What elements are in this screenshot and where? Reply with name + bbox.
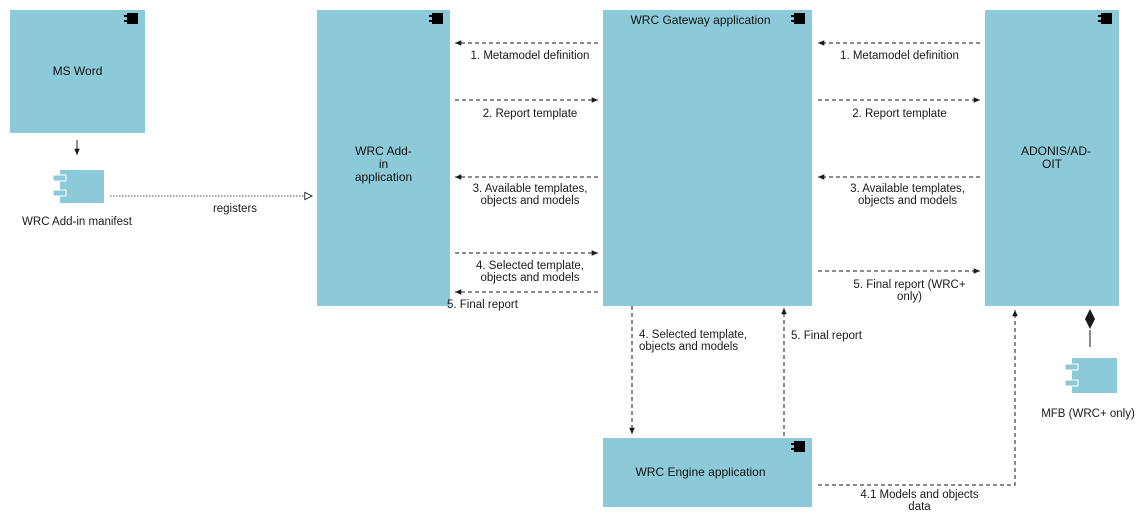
engine-application-node[interactable]: WRC Engine application <box>603 438 812 507</box>
addin-manifest-label: WRC Add-in manifest <box>22 216 132 228</box>
addin-application-node[interactable]: WRC Add-in application <box>317 10 450 306</box>
right-metamodel-label: 1. Metamodel definition <box>840 50 959 62</box>
component-icon <box>124 13 138 24</box>
left-available-label-2: objects and models <box>480 195 580 207</box>
gateway-application-title: WRC Gateway application <box>630 13 771 27</box>
right-report-template-label: 2. Report template <box>852 108 947 120</box>
component-icon <box>429 13 443 24</box>
component-icon <box>791 441 805 452</box>
ms-word-node[interactable]: MS Word <box>10 10 145 133</box>
adonis-node[interactable]: ADONIS/AD-OIT <box>985 10 1119 306</box>
component-symbol-icon <box>52 170 104 203</box>
left-selected-label-1: 4. Selected template, <box>475 260 585 272</box>
gateway-application-node[interactable]: WRC Gateway application <box>603 10 812 306</box>
ms-word-title: MS Word <box>52 64 103 78</box>
registers-label: registers <box>212 203 258 215</box>
left-selected-label-2: objects and models <box>480 272 580 284</box>
right-available-label-2: objects and models <box>857 195 958 207</box>
engine-models-label-2: data <box>908 501 931 513</box>
left-final-report-label: 5. Final report <box>447 299 518 311</box>
down-selected-label-2: objects and models <box>639 341 739 353</box>
engine-to-adonis-arrow <box>818 310 1018 486</box>
up-final-report-label: 5. Final report <box>791 330 862 342</box>
left-report-template-label: 2. Report template <box>482 108 578 120</box>
component-icon <box>1098 13 1112 24</box>
left-available-label-1: 3. Available templates, <box>472 183 588 195</box>
component-icon <box>791 13 805 24</box>
down-selected-label-1: 4. Selected template, <box>639 329 748 341</box>
addin-application-title: WRC Add-in application <box>354 144 413 184</box>
mfb-label: MFB (WRC+ only) <box>1041 408 1135 420</box>
right-final-report-label-1: 5. Final report (WRC+ <box>853 279 966 291</box>
right-available-label-1: 3. Available templates, <box>850 183 965 195</box>
component-symbol-icon <box>1064 358 1117 393</box>
right-final-report-label-2: only) <box>897 291 922 303</box>
left-metamodel-label: 1. Metamodel definition <box>470 50 590 62</box>
engine-models-label-1: 4.1 Models and objects <box>860 489 979 501</box>
adonis-title: ADONIS/AD-OIT <box>1021 144 1092 171</box>
engine-application-title: WRC Engine application <box>635 465 766 479</box>
composition-diamond-icon <box>1085 309 1095 329</box>
